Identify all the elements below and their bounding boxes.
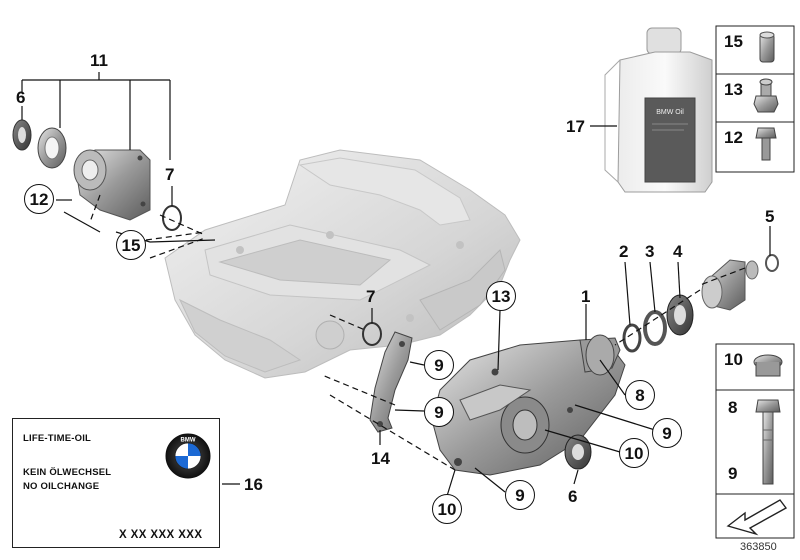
front-differential — [431, 334, 626, 476]
callout-9-circled-a: 9 — [424, 350, 454, 380]
callout-10-circled-a: 10 — [619, 438, 649, 468]
output-flange-assembly — [12, 119, 182, 231]
callout-4: 4 — [673, 242, 683, 261]
drive-flange-parts — [622, 254, 779, 353]
callout-17: 17 — [566, 117, 585, 136]
callout-6-bottom: 6 — [568, 487, 578, 506]
legend-12: 12 — [724, 128, 743, 147]
legend-8: 8 — [728, 398, 738, 417]
callout-2: 2 — [619, 242, 629, 261]
callout-9-circled-b: 9 — [424, 397, 454, 427]
legend-15: 15 — [724, 32, 743, 51]
leader-lines — [21, 72, 771, 497]
legend-top — [715, 25, 795, 173]
bmw-logo-icon: BMW — [165, 433, 211, 479]
lifetime-oil-label-card: LIFE-TIME-OIL KEIN ÖLWECHSEL NO OILCHANG… — [12, 418, 220, 548]
callout-9-circled-d: 9 — [505, 480, 535, 510]
callout-12-circled: 12 — [24, 184, 54, 214]
legend-bottom — [715, 343, 795, 539]
callout-7-top: 7 — [165, 165, 175, 184]
legend-9: 9 — [728, 464, 738, 483]
label-part-code: X XX XXX XXX — [119, 529, 203, 541]
bolt-8-9-icon — [755, 399, 781, 485]
callout-13-circled: 13 — [486, 281, 516, 311]
legend-13: 13 — [724, 80, 743, 99]
plug-10-icon — [753, 354, 783, 377]
callout-9-circled-c: 9 — [652, 418, 682, 448]
callout-16: 16 — [244, 475, 263, 494]
oil-bottle-text: BMW Oil — [656, 109, 684, 116]
circlip-5 — [765, 254, 779, 272]
oil-sump-housing — [164, 149, 521, 379]
callout-7-mid: 7 — [366, 287, 376, 306]
callout-8-circled: 8 — [625, 380, 655, 410]
label-line-3: NO OILCHANGE — [23, 481, 100, 492]
o-ring-7-top — [162, 205, 182, 231]
vent-13-icon — [753, 78, 779, 113]
screw-12-icon — [755, 127, 777, 161]
callout-10-circled-b: 10 — [432, 494, 462, 524]
legend-10: 10 — [724, 350, 743, 369]
callout-3: 3 — [645, 242, 655, 261]
direction-arrow-icon — [726, 499, 788, 536]
callout-11: 11 — [90, 51, 108, 70]
svg-text:BMW: BMW — [181, 438, 196, 444]
callout-15-circled: 15 — [116, 230, 146, 260]
ring-2 — [622, 323, 642, 353]
callout-5: 5 — [765, 207, 775, 226]
callout-1: 1 — [581, 287, 591, 306]
diagram-id: 363850 — [740, 541, 777, 553]
spacer-3 — [643, 310, 667, 346]
callout-6-top: 6 — [16, 88, 26, 107]
washer — [745, 260, 759, 280]
label-line-1: LIFE-TIME-OIL — [23, 433, 92, 444]
oil-bottle: BMW Oil — [604, 27, 713, 193]
label-line-2: KEIN ÖLWECHSEL — [23, 467, 112, 478]
callout-14: 14 — [371, 449, 390, 468]
